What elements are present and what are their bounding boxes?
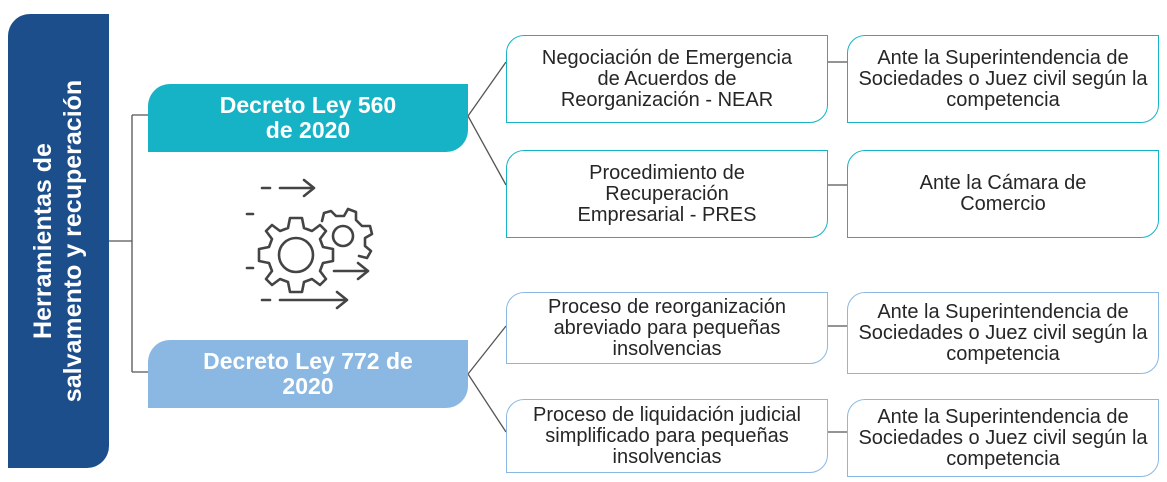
- tool-box-near: Negociación de Emergencia de Acuerdos de…: [506, 35, 828, 123]
- decree-560-box: Decreto Ley 560 de 2020: [148, 84, 468, 152]
- sidebar-title-line2: salvamento y recuperación: [59, 79, 87, 403]
- sidebar-banner: [8, 14, 109, 468]
- authority-box-reorganizacion: Ante la Superintendencia de Sociedades o…: [847, 292, 1159, 374]
- authority-box-near: Ante la Superintendencia de Sociedades o…: [847, 35, 1159, 123]
- tool-label-near: Negociación de Emergencia de Acuerdos de…: [541, 46, 793, 111]
- authority-label-pres: Ante la Cámara de Comercio: [919, 172, 1087, 215]
- tool-box-pres: Procedimiento de Recuperación Empresaria…: [506, 150, 828, 238]
- tool-box-reorganizacion: Proceso de reorganización abreviado para…: [506, 292, 828, 364]
- tool-box-liquidacion: Proceso de liquidación judicial simplifi…: [506, 399, 828, 473]
- tool-label-reorganizacion: Proceso de reorganización abreviado para…: [548, 295, 786, 360]
- gears-arrows-icon: [245, 178, 374, 310]
- authority-label-near: Ante la Superintendencia de Sociedades o…: [858, 46, 1148, 111]
- authority-label-reorganizacion: Ante la Superintendencia de Sociedades o…: [858, 300, 1148, 365]
- sidebar-title-line1: Herramientas de: [29, 143, 57, 339]
- tool-label-liquidacion: Proceso de liquidación judicial simplifi…: [533, 403, 801, 468]
- decree-772-label: Decreto Ley 772 de 2020: [203, 348, 413, 399]
- connector-lines: [109, 61, 847, 433]
- sidebar-title: Herramientas de salvamento y recuperació…: [10, 21, 106, 461]
- authority-label-liquidacion: Ante la Superintendencia de Sociedades o…: [858, 405, 1148, 470]
- tool-label-pres: Procedimiento de Recuperación Empresaria…: [577, 161, 757, 226]
- decree-772-box: Decreto Ley 772 de 2020: [148, 340, 468, 408]
- decree-560-label: Decreto Ley 560 de 2020: [219, 92, 397, 143]
- authority-box-pres: Ante la Cámara de Comercio: [847, 150, 1159, 238]
- authority-box-liquidacion: Ante la Superintendencia de Sociedades o…: [847, 399, 1159, 477]
